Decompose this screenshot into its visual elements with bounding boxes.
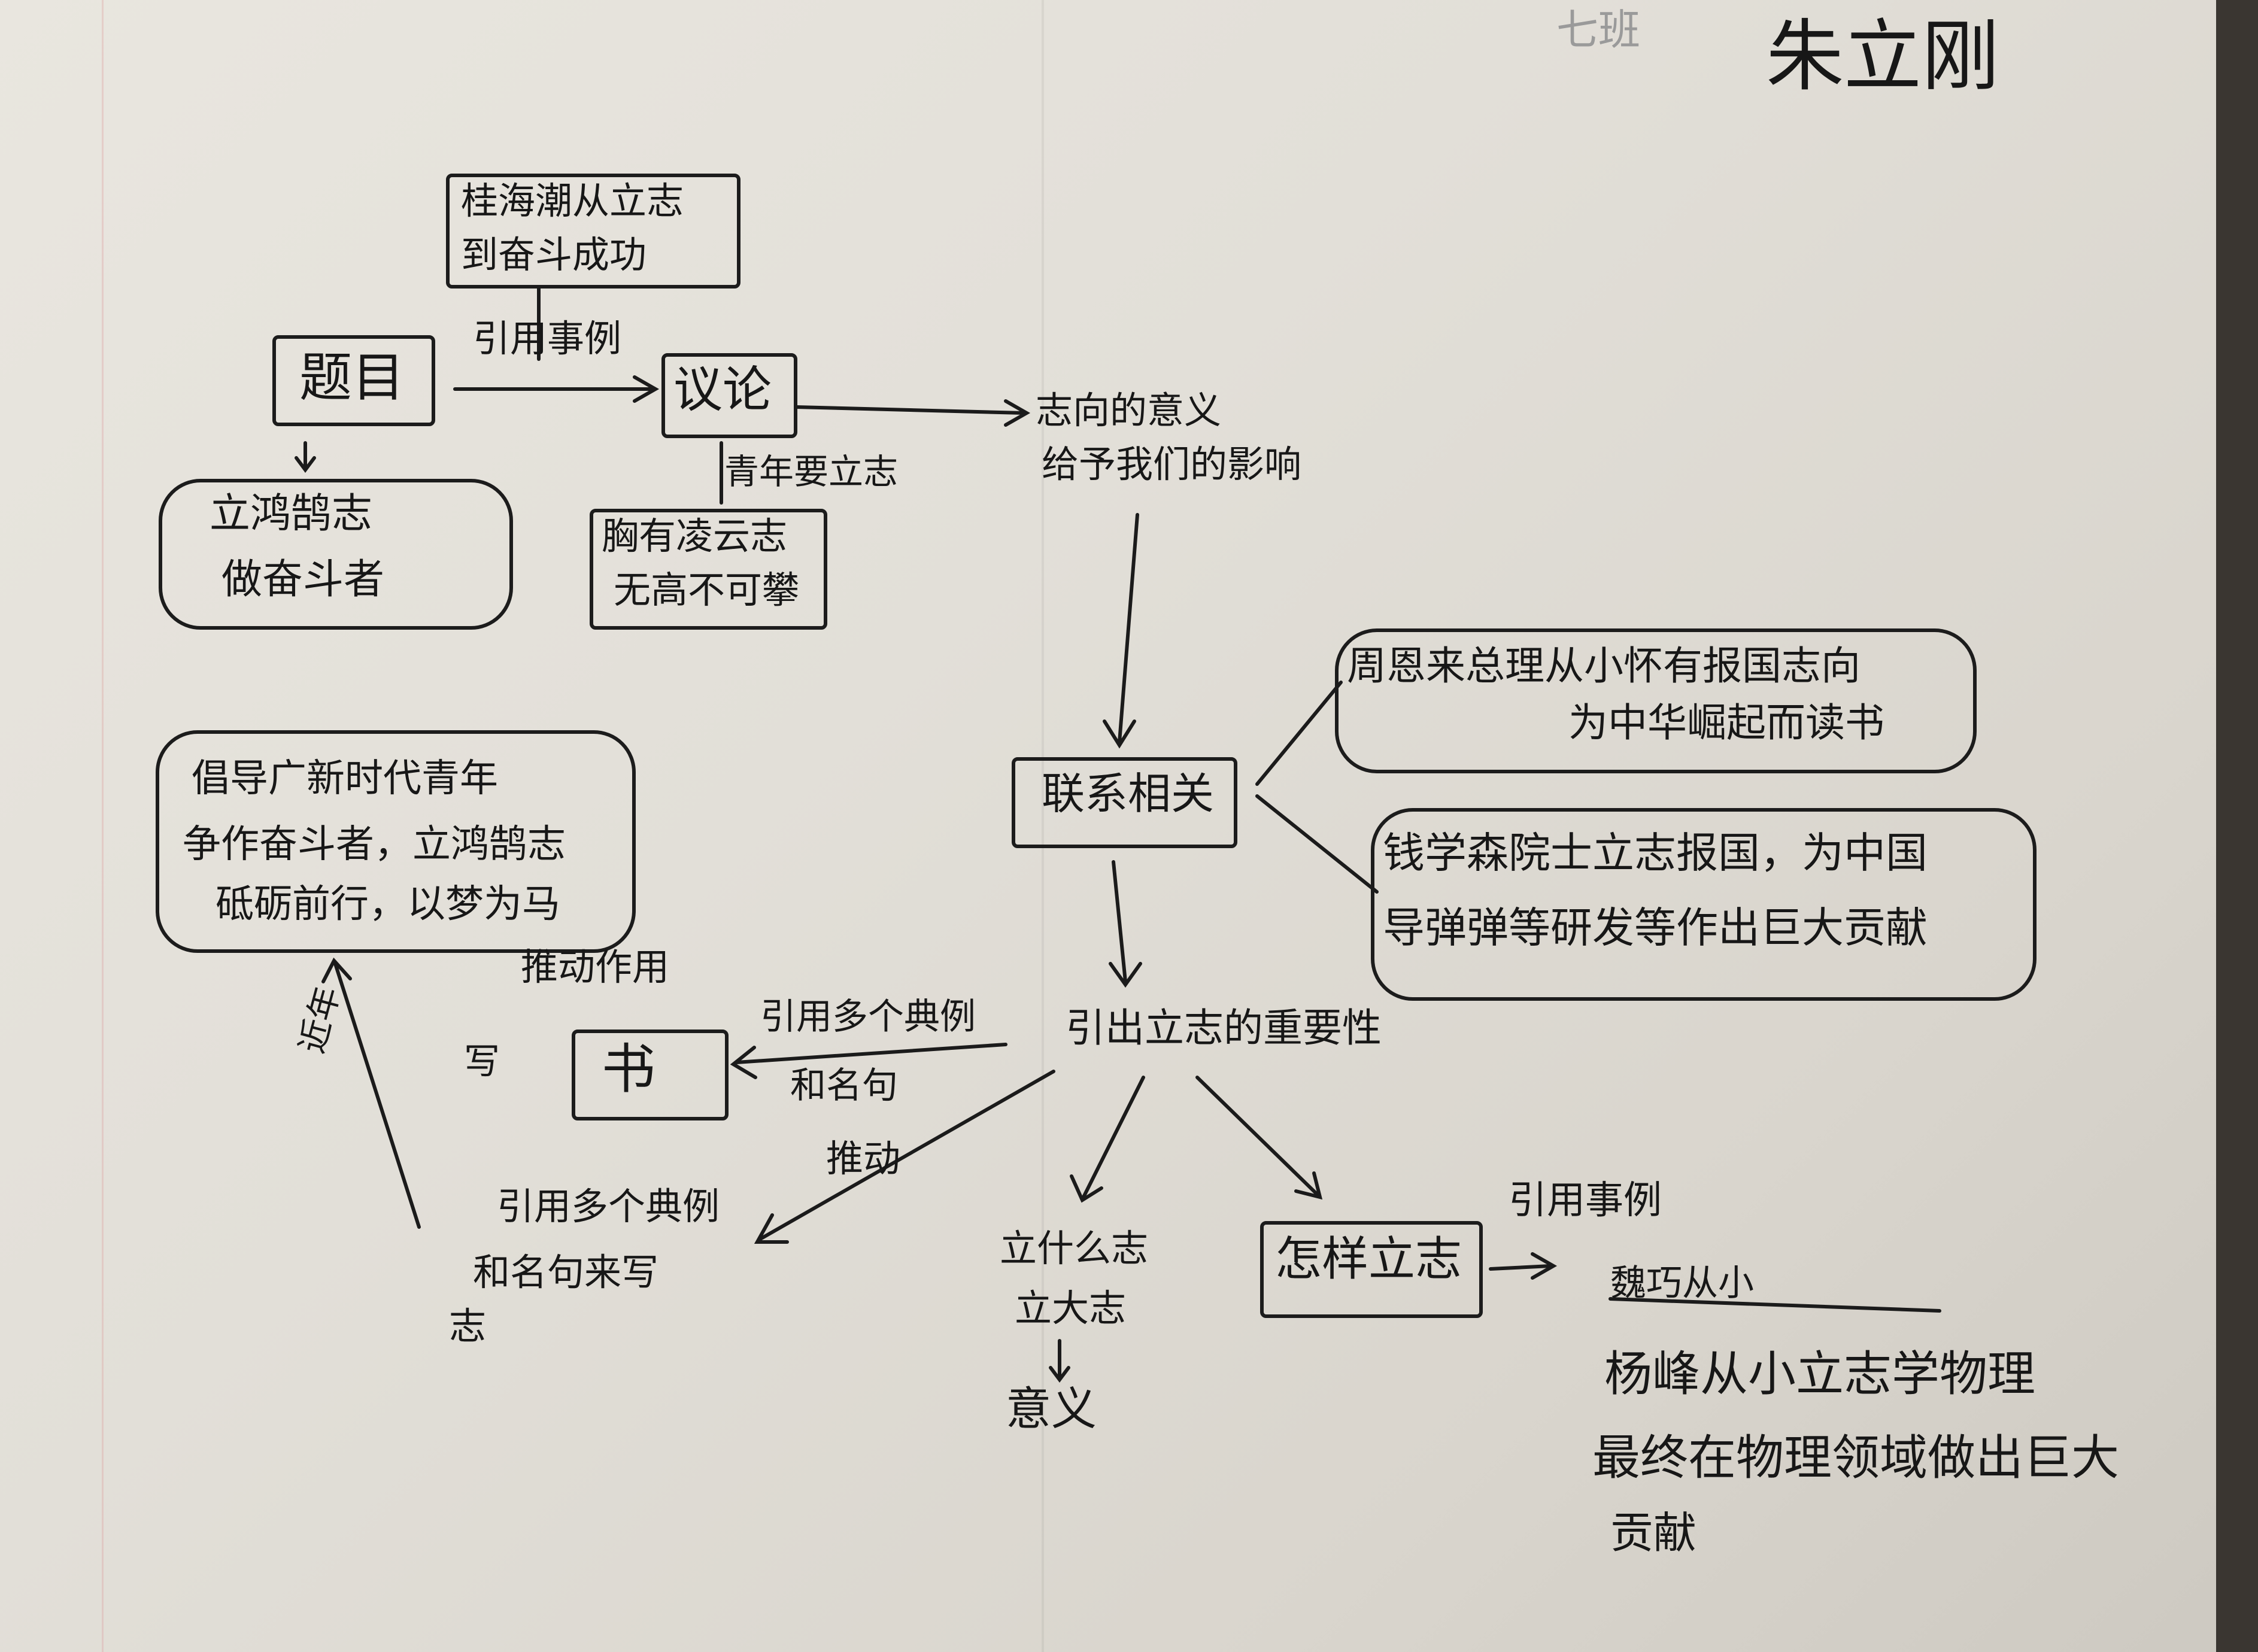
cite-example-label: 引用事例	[473, 317, 622, 360]
arrowhead	[1531, 1252, 1558, 1280]
arrow-importance-to-shu	[735, 1043, 1007, 1064]
why-line2: 立大志	[1015, 1286, 1127, 1330]
yang-line1: 杨峰从小立志学物理	[1604, 1346, 2035, 1402]
contact-node: 联系相关	[1042, 769, 1215, 819]
how-box	[1260, 1221, 1483, 1318]
qian-line2: 导弹弹等研发等作出巨大贡献	[1383, 903, 1928, 952]
arrowhead	[754, 1213, 789, 1244]
title-node: 题目	[299, 347, 405, 408]
youth-line2: 无高不可攀	[614, 568, 800, 612]
cite-example2-label: 引用事例	[1509, 1179, 1662, 1223]
shu-box	[572, 1030, 729, 1120]
zhou-box	[1335, 628, 1977, 773]
student-name: 朱立刚	[1766, 11, 2000, 102]
arrowhead	[1049, 1366, 1070, 1383]
strikethrough	[1608, 1297, 1941, 1313]
title-sub-line1: 立鸿鹄志	[210, 490, 373, 537]
youth-line1: 胸有凌云志	[602, 514, 788, 558]
arrowhead	[321, 957, 352, 983]
call-box	[156, 730, 636, 953]
youth-label: 青年要立志	[724, 451, 899, 492]
yang-line3: 贡献	[1610, 1508, 1697, 1558]
title-box	[272, 335, 435, 426]
call-line1: 倡导广新时代青年	[192, 757, 498, 801]
cite-many2-line2: 和名句来写	[473, 1250, 659, 1294]
arrow-contact-to-importance	[1112, 860, 1127, 983]
cite-many2-line3: 志	[449, 1304, 487, 1348]
call-line2: 争作奋斗者，立鸿鹄志	[183, 822, 566, 867]
arrowhead	[1109, 962, 1142, 988]
how-node: 怎样立志	[1275, 1232, 1462, 1286]
zhou-line2: 为中华崛起而读书	[1568, 700, 1884, 746]
arrowhead	[1070, 1174, 1103, 1203]
push-label: 推动	[826, 1137, 901, 1180]
cite-many-label: 引用多个典例	[760, 996, 976, 1038]
arrow-to-call	[333, 962, 421, 1229]
qian-box	[1371, 808, 2037, 1001]
crossed-text: 魏巧从小	[1610, 1262, 1754, 1304]
arrow-importance-to-why	[1082, 1076, 1145, 1199]
arrow-meaning-to-contact	[1118, 513, 1139, 744]
title-sub-box	[159, 479, 513, 630]
arrowhead	[633, 375, 660, 403]
line-contact-to-zhou	[1255, 681, 1343, 786]
cite-many2-line1: 引用多个典例	[497, 1185, 720, 1228]
contact-box	[1012, 757, 1237, 848]
margin-line	[102, 0, 104, 1652]
example-box-top	[446, 174, 740, 289]
importance-node: 引出立志的重要性	[1066, 1005, 1382, 1051]
arrow-how-to-examples	[1489, 1264, 1552, 1271]
why-line1: 立什么志	[1000, 1226, 1149, 1270]
yilun-node: 议论	[673, 362, 772, 418]
qian-line1: 钱学森院士立志报国，为中国	[1383, 828, 1928, 877]
zhou-line1: 周恩来总理从小怀有报国志向	[1347, 643, 1861, 689]
line-contact-to-qian	[1255, 794, 1379, 894]
arrowhead	[1103, 719, 1136, 749]
class-label: 七班	[1556, 5, 1640, 54]
arrow-importance-to-cite	[758, 1070, 1055, 1241]
arrowhead	[295, 456, 316, 473]
arrow-yilun-to-meaning	[794, 405, 1025, 415]
yilun-box	[661, 353, 797, 438]
meaning-line1: 志向的意义	[1036, 388, 1222, 432]
shu-node: 书	[602, 1038, 655, 1101]
call-line3: 砥砺前行，以梦为马	[216, 882, 560, 927]
example-top-line2: 到奋斗成功	[461, 233, 647, 277]
push-effect-label: 推动作用	[521, 945, 670, 989]
arrowhead	[1294, 1171, 1323, 1200]
meaning-line2: 给予我们的影响	[1042, 442, 1302, 486]
yiyi-node: 意义	[1006, 1382, 1097, 1435]
arrowhead	[730, 1046, 757, 1079]
youth-box	[590, 509, 827, 630]
table-edge	[2216, 0, 2258, 1652]
yang-line2: 最终在物理领域做出巨大	[1592, 1430, 2119, 1486]
xie-label: 写	[464, 1041, 500, 1083]
paper-fold	[1042, 0, 1044, 1652]
arrow-importance-to-how	[1195, 1076, 1319, 1196]
example-top-line1: 桂海潮从立志	[461, 179, 684, 223]
arrowhead	[1004, 399, 1031, 427]
famous-quote-label: 和名句	[790, 1065, 898, 1107]
title-sub-line2: 做奋斗者	[221, 556, 385, 603]
